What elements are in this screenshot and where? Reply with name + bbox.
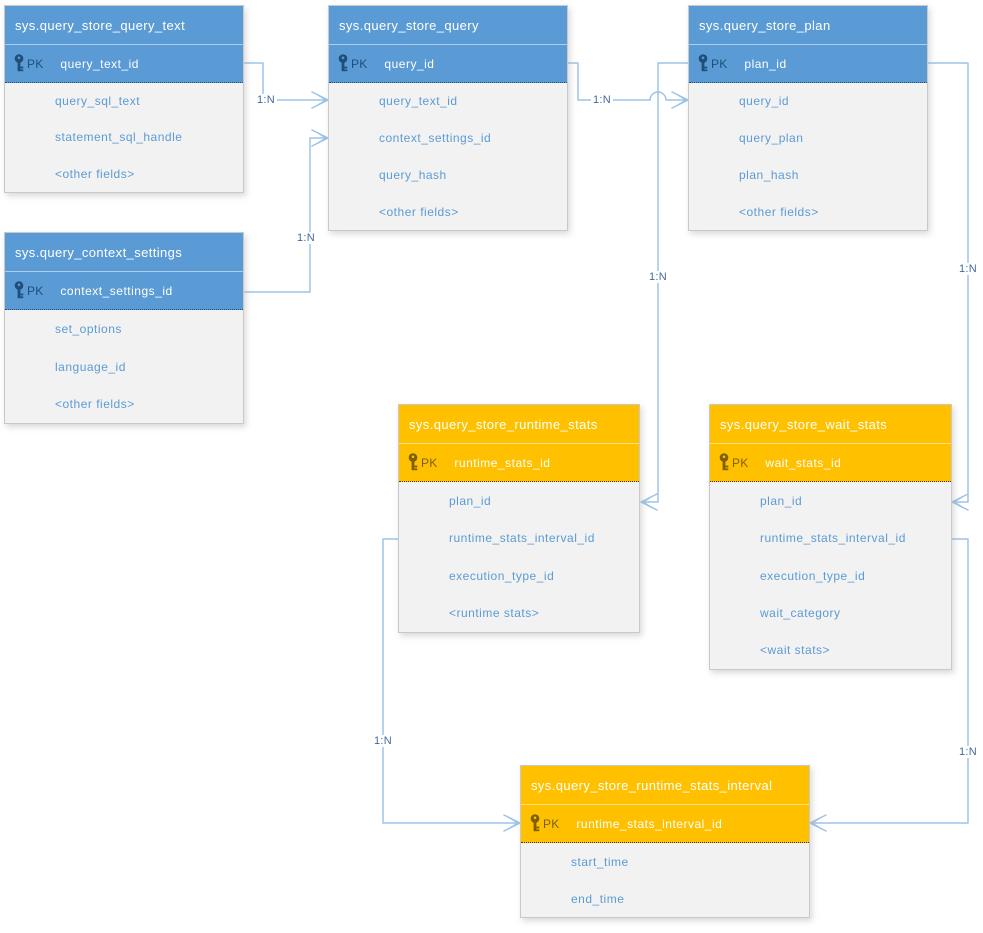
pk-field-name: query_id <box>384 56 435 71</box>
table-title: sys.query_store_wait_stats <box>710 405 951 444</box>
entity-table-query-store-query-text[interactable]: sys.query_store_query_text PK query_text… <box>4 5 244 193</box>
primary-key-row: PK query_id <box>329 45 567 83</box>
table-title: sys.query_store_runtime_stats <box>399 405 639 444</box>
field-row: plan_id <box>760 493 803 508</box>
primary-key-row: PK wait_stats_id <box>710 444 951 482</box>
field-row: runtime_stats_interval_id <box>760 531 906 546</box>
connector-contextsettings-to-query <box>243 129 329 293</box>
field-row: query_hash <box>379 167 447 182</box>
field-row: execution_type_id <box>449 568 555 583</box>
key-icon <box>337 54 350 73</box>
pk-badge: PK <box>351 56 368 71</box>
cardinality-label: 1:N <box>646 270 670 284</box>
field-row: <other fields> <box>55 397 135 412</box>
field-row: query_id <box>739 94 790 109</box>
entity-table-query-store-plan[interactable]: sys.query_store_plan PK plan_id query_id… <box>688 5 928 231</box>
connector-waitstats-to-interval <box>809 538 969 832</box>
cardinality-label: 1:N <box>254 93 278 107</box>
cardinality-label: 1:N <box>294 231 318 245</box>
field-list: query_id query_plan plan_hash <other fie… <box>689 83 927 230</box>
connector-plan-to-runtimestats <box>640 62 689 511</box>
table-title: sys.query_store_query_text <box>5 6 243 45</box>
pk-badge: PK <box>543 816 560 831</box>
pk-field-name: runtime_stats_interval_id <box>576 816 723 831</box>
field-row: language_id <box>55 359 126 374</box>
field-list: start_time end_time <box>521 843 809 917</box>
entity-table-query-store-runtime-stats[interactable]: sys.query_store_runtime_stats PK runtime… <box>398 404 640 633</box>
primary-key-row: PK plan_id <box>689 45 927 83</box>
primary-key-row: PK runtime_stats_id <box>399 444 639 482</box>
entity-table-query-store-query[interactable]: sys.query_store_query PK query_id query_… <box>328 5 568 231</box>
key-icon <box>13 54 26 73</box>
field-row: <other fields> <box>379 204 459 219</box>
entity-table-query-context-settings[interactable]: sys.query_context_settings PK context_se… <box>4 232 244 424</box>
field-row: query_plan <box>739 131 804 146</box>
cardinality-label: 1:N <box>590 93 614 107</box>
field-list: set_options language_id <other fields> <box>5 310 243 423</box>
pk-field-name: plan_id <box>744 56 787 71</box>
field-row: <runtime stats> <box>449 606 540 621</box>
primary-key-row: PK context_settings_id <box>5 272 243 310</box>
field-row: end_time <box>571 891 625 906</box>
pk-field-name: wait_stats_id <box>765 455 842 470</box>
field-list: plan_id runtime_stats_interval_id execut… <box>710 482 951 669</box>
key-icon <box>13 281 26 300</box>
field-row: set_options <box>55 321 122 336</box>
field-row: <other fields> <box>739 204 819 219</box>
field-row: query_text_id <box>379 94 458 109</box>
key-icon <box>407 453 420 472</box>
connector-plan-to-waitstats <box>927 62 969 511</box>
field-list: query_sql_text statement_sql_handle <oth… <box>5 83 243 192</box>
field-row: <wait stats> <box>760 643 831 658</box>
pk-badge: PK <box>421 455 438 470</box>
field-row: plan_hash <box>739 167 799 182</box>
pk-badge: PK <box>27 283 44 298</box>
pk-badge: PK <box>711 56 728 71</box>
field-row: context_settings_id <box>379 131 492 146</box>
field-list: plan_id runtime_stats_interval_id execut… <box>399 482 639 632</box>
field-row: wait_category <box>760 605 841 620</box>
entity-table-query-store-runtime-stats-interval[interactable]: sys.query_store_runtime_stats_interval P… <box>520 765 810 918</box>
pk-badge: PK <box>27 56 44 71</box>
field-row: execution_type_id <box>760 568 866 583</box>
pk-field-name: context_settings_id <box>60 283 173 298</box>
field-row: statement_sql_handle <box>55 130 183 145</box>
primary-key-row: PK runtime_stats_interval_id <box>521 805 809 843</box>
pk-field-name: query_text_id <box>60 56 139 71</box>
table-title: sys.query_store_plan <box>689 6 927 45</box>
cardinality-label: 1:N <box>956 262 980 276</box>
table-title: sys.query_store_runtime_stats_interval <box>521 766 809 805</box>
connector-query-to-plan <box>567 62 689 109</box>
pk-badge: PK <box>732 455 749 470</box>
field-row: <other fields> <box>55 166 135 181</box>
entity-table-query-store-wait-stats[interactable]: sys.query_store_wait_stats PK wait_stats… <box>709 404 952 670</box>
key-icon <box>718 453 731 472</box>
key-icon <box>529 814 542 833</box>
field-row: runtime_stats_interval_id <box>449 531 595 546</box>
field-row: plan_id <box>449 493 492 508</box>
cardinality-label: 1:N <box>371 734 395 748</box>
pk-field-name: runtime_stats_id <box>454 455 551 470</box>
field-row: query_sql_text <box>55 94 141 109</box>
cardinality-label: 1:N <box>956 745 980 759</box>
field-list: query_text_id context_settings_id query_… <box>329 83 567 230</box>
table-title: sys.query_store_query <box>329 6 567 45</box>
primary-key-row: PK query_text_id <box>5 45 243 83</box>
key-icon <box>697 54 710 73</box>
field-row: start_time <box>571 854 629 869</box>
table-title: sys.query_context_settings <box>5 233 243 272</box>
